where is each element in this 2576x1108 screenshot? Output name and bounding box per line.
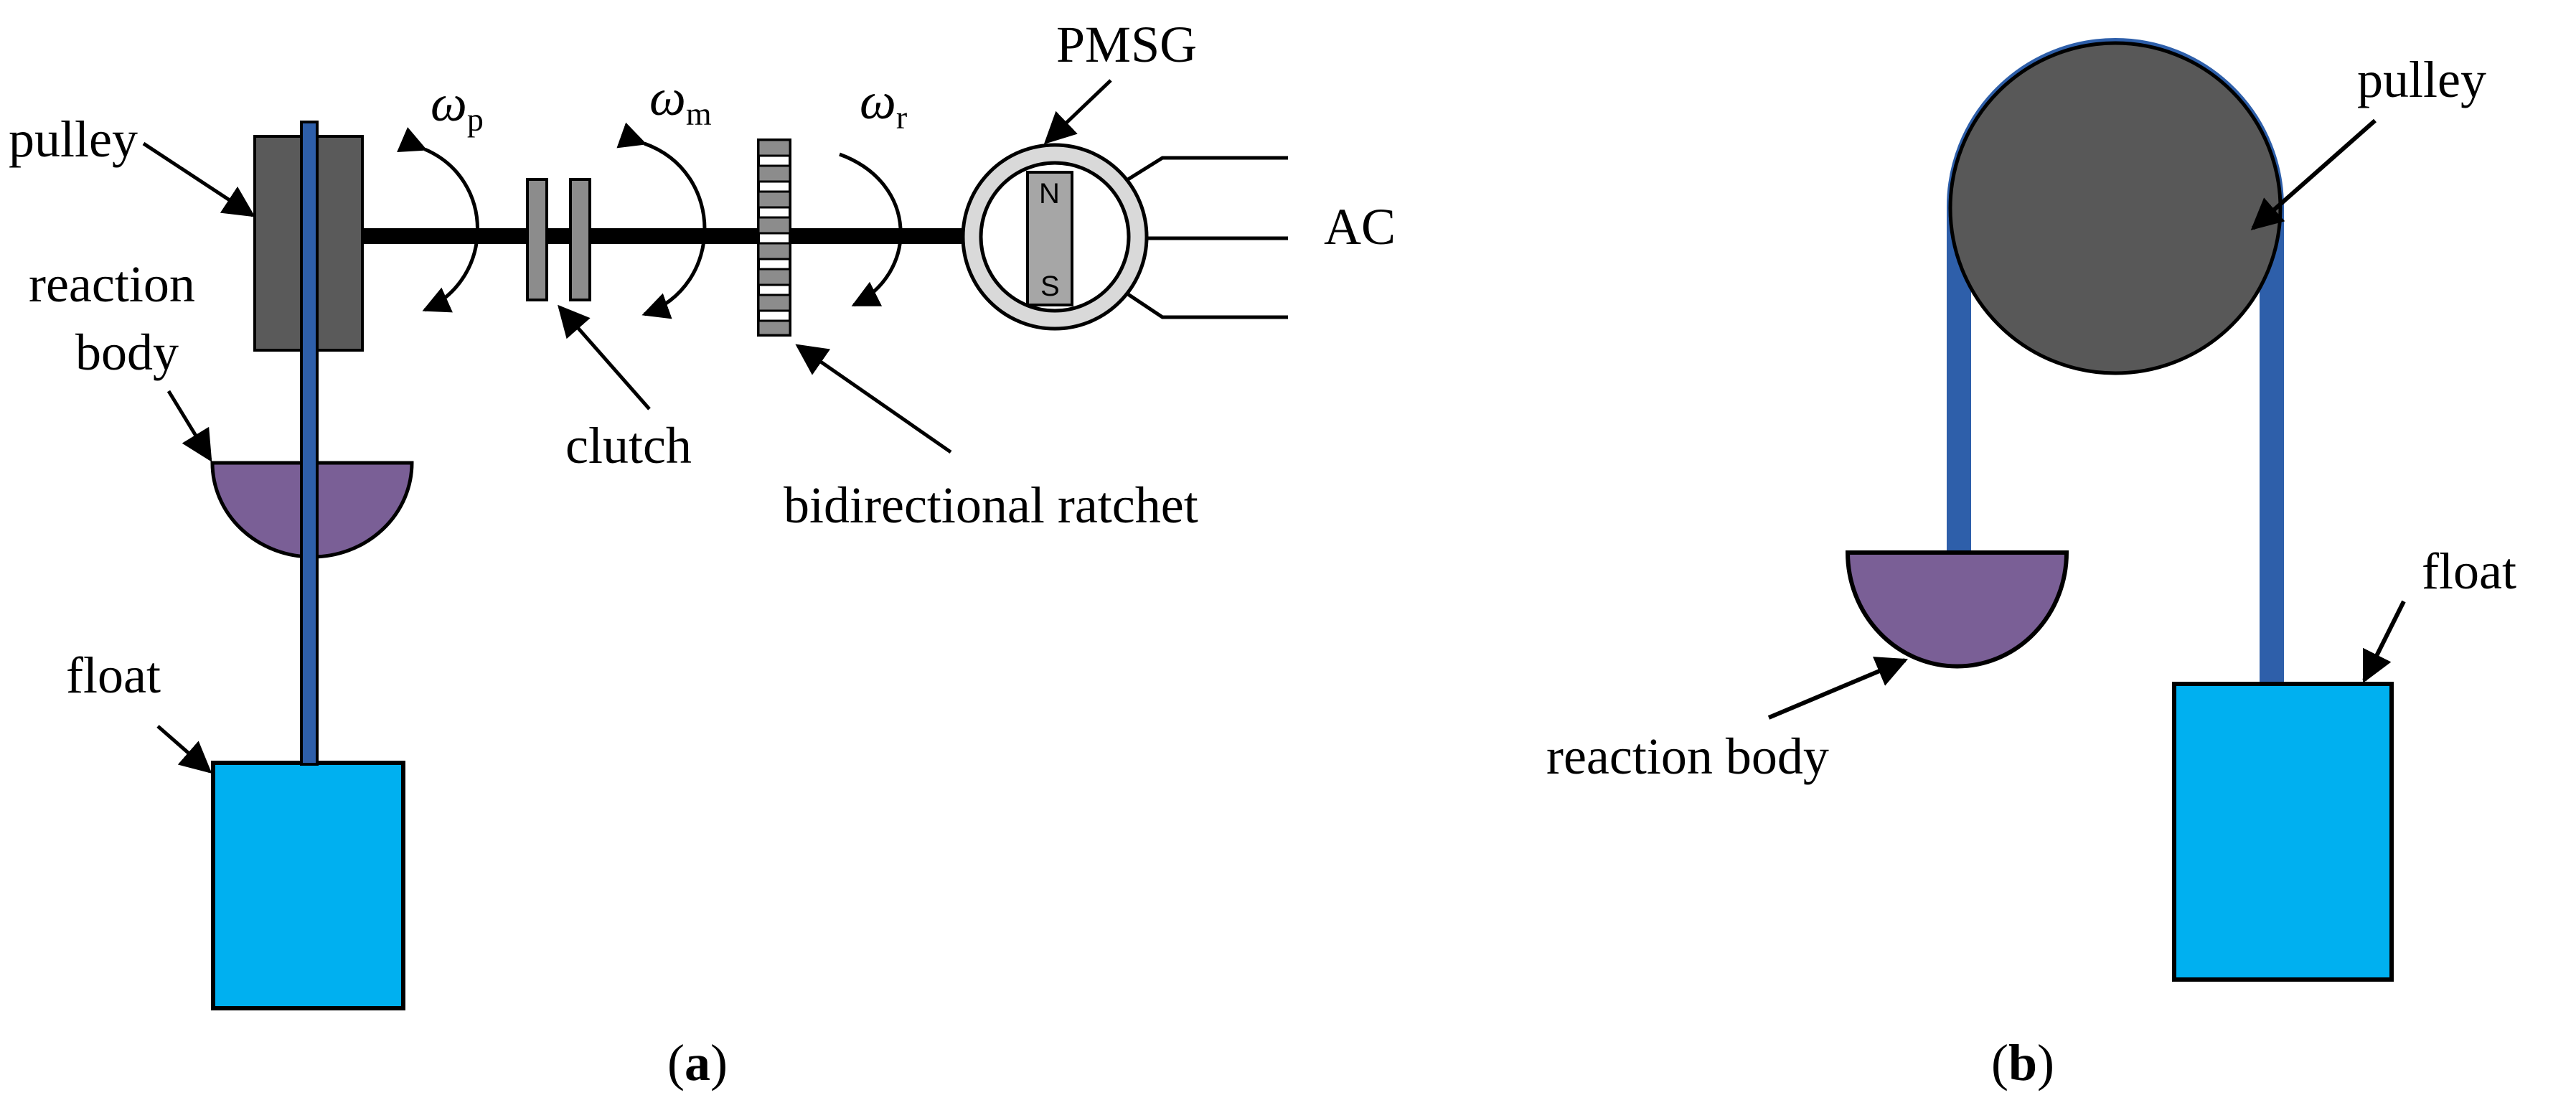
- pulley-pointer-a: [142, 141, 255, 217]
- reaction-pointer-a: [166, 390, 212, 462]
- panel-a: N S ωp ωm ωr pulley r: [9, 16, 1396, 1091]
- reaction-pointer-b: [1767, 657, 1909, 720]
- pulley-pointer-b: [2250, 118, 2377, 230]
- belt-a: [300, 121, 319, 766]
- rotation-arrow-m: [616, 122, 707, 319]
- magnet-n-label: N: [1039, 178, 1060, 210]
- pulley-label-b: pulley: [2357, 51, 2486, 108]
- omega-r-label: ωr: [860, 72, 907, 136]
- reaction-body-b: [1845, 550, 2069, 669]
- float-pointer-a: [156, 725, 212, 774]
- clutch-label: clutch: [565, 417, 692, 474]
- ac-label: AC: [1324, 198, 1396, 255]
- ratchet-label: bidirectional ratchet: [784, 476, 1198, 534]
- float-a: [211, 761, 405, 1010]
- clutch-plate-left: [526, 178, 548, 301]
- clutch-plate-right: [569, 178, 591, 301]
- ac-output-wires: [1127, 156, 1288, 319]
- ratchet-pointer: [795, 344, 952, 454]
- pmsg-label: PMSG: [1056, 16, 1197, 73]
- caption-a: (a): [667, 1034, 728, 1091]
- magnet: [1026, 171, 1073, 306]
- clutch-pointer: [558, 304, 651, 410]
- pulley-label-a: pulley: [9, 111, 138, 168]
- panel-b: pulley float reaction body (b): [1546, 38, 2516, 1091]
- magnet-s-label: S: [1040, 271, 1060, 302]
- pmsg-generator: N S: [961, 143, 1149, 331]
- reaction-body-label-b: reaction body: [1546, 728, 1829, 785]
- pulley-b: [1948, 41, 2283, 375]
- reaction-label-line2: body: [75, 324, 179, 381]
- rotation-arrow-r: [839, 152, 903, 307]
- omega-p-label: ωp: [431, 75, 484, 138]
- drive-shaft: [359, 228, 969, 244]
- caption-b: (b): [1991, 1034, 2054, 1091]
- float-label-a: float: [66, 647, 161, 704]
- rotation-arrow-p: [397, 127, 479, 313]
- float-pointer-b: [2362, 600, 2406, 683]
- pmsg-pointer: [1043, 79, 1112, 145]
- omega-m-label: ωm: [649, 69, 712, 132]
- float-label-b: float: [2422, 543, 2516, 600]
- float-b: [2172, 682, 2394, 982]
- bidirectional-ratchet: [757, 138, 791, 337]
- reaction-label-line1: reaction: [29, 255, 195, 313]
